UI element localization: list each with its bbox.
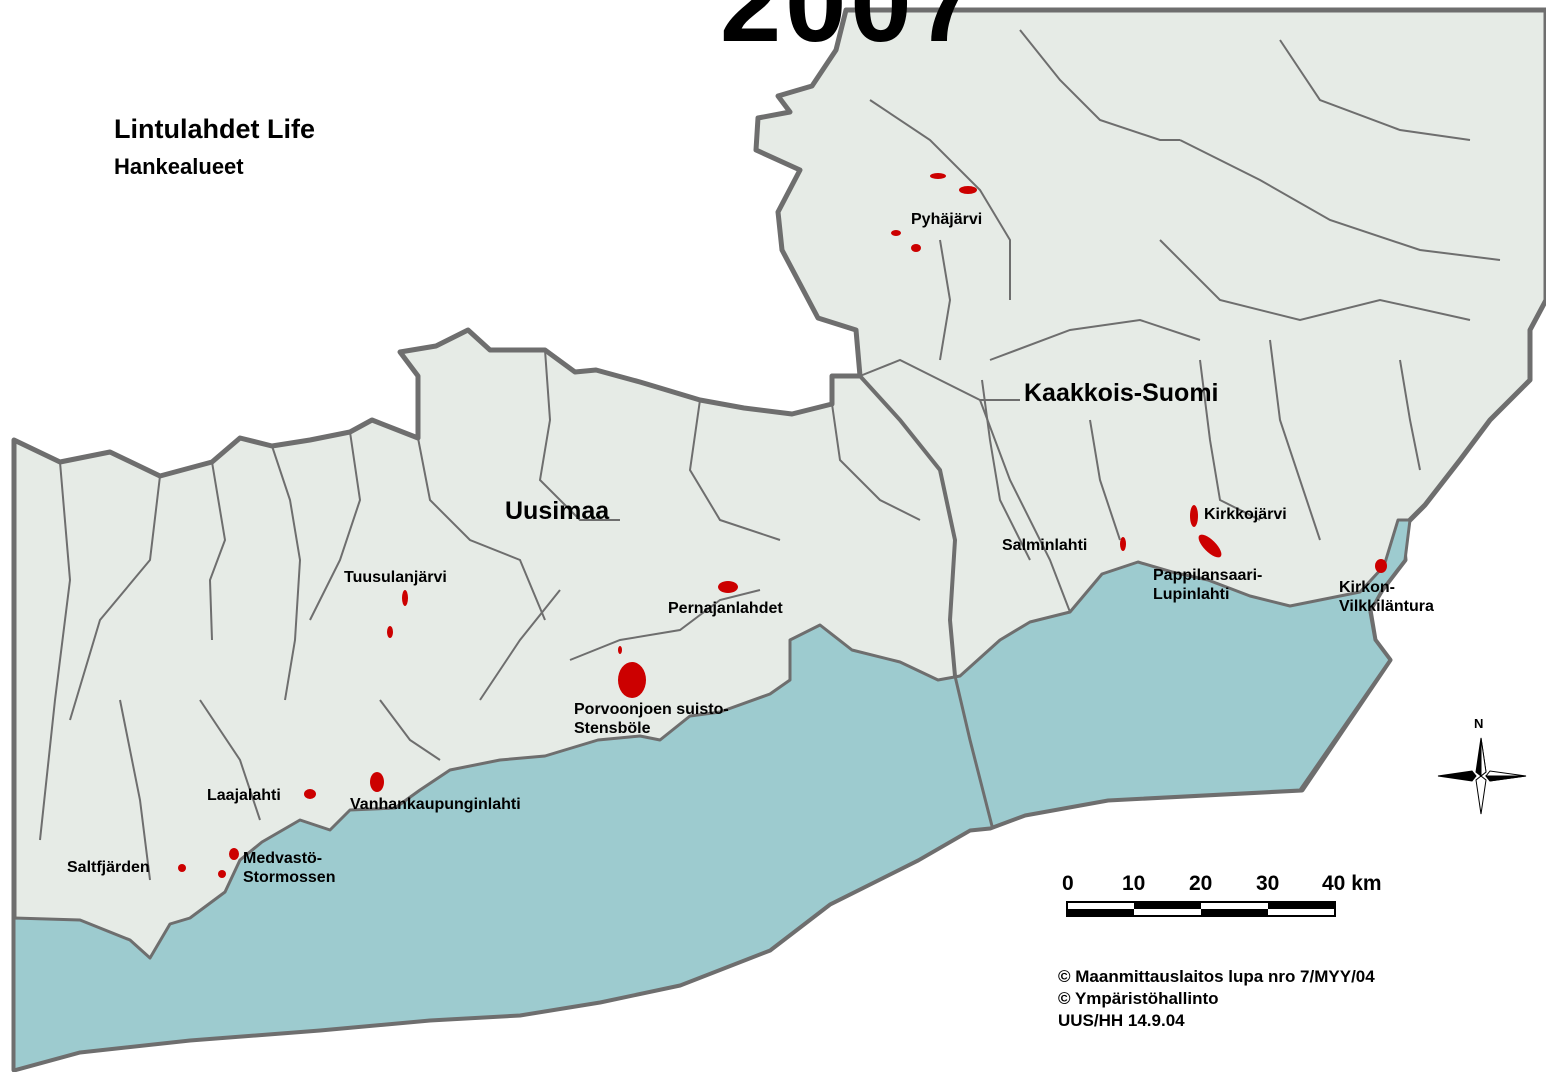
site-label-pernajanlahdet: Pernajanlahdet (668, 600, 783, 617)
map-subtitle: Hankealueet (114, 154, 244, 179)
site-label-pappilansaari-line1: Pappilansaari- (1153, 567, 1263, 584)
region-label-kaakkois-suomi: Kaakkois-Suomi (1024, 379, 1219, 407)
region-boundary (858, 374, 958, 677)
site-label-medvasto-line2: Stormossen (243, 869, 336, 886)
site-porvoo (618, 662, 646, 698)
compass-rose (1437, 737, 1527, 815)
site-salminlahti (1120, 537, 1126, 551)
site-tuusulanjarvi (387, 626, 393, 638)
site-label-porvoonjoen-line2: Stensböle (574, 720, 651, 737)
site-porvoo (618, 646, 622, 654)
site-label-pyhajarvi: Pyhäjärvi (911, 211, 983, 228)
scale-tick-40km: 40 km (1322, 872, 1382, 895)
site-pyhajarvi (911, 244, 921, 252)
site-medvasto (229, 848, 239, 860)
scale-tick-30: 30 (1256, 872, 1280, 895)
site-label-kirkon-line1: Kirkon- (1339, 579, 1395, 596)
site-label-porvoonjoen-line1: Porvoonjoen suisto- (574, 701, 729, 718)
site-label-medvasto-line1: Medvastö- (243, 850, 323, 867)
site-label-kirkon-line2: Vilkkiläntura (1339, 598, 1434, 615)
site-label-pappilansaari-line2: Lupinlahti (1153, 586, 1230, 603)
site-label-pappilansaari: Pappilansaari- Lupinlahti (1153, 566, 1262, 604)
site-label-kirkon: Kirkon- Vilkkiläntura (1339, 578, 1434, 616)
site-label-medvasto: Medvastö- Stormossen (243, 849, 335, 887)
map-title: Lintulahdet Life (114, 114, 315, 144)
site-label-porvoonjoen: Porvoonjoen suisto- Stensböle (574, 700, 729, 738)
scale-tick-10: 10 (1122, 872, 1146, 895)
site-pappilansaari (1198, 534, 1222, 558)
top-number: 2007 (720, 0, 981, 65)
site-vanhankaupunginlahti (370, 772, 384, 792)
compass-north-label: N (1474, 716, 1484, 731)
site-kirkon (1375, 559, 1387, 573)
credits: © Maanmittauslaitos lupa nro 7/MYY/04 © … (1058, 966, 1375, 1032)
site-label-vanhankaupunginlahti: Vanhankaupunginlahti (350, 796, 521, 813)
site-pernajanlahdet (718, 581, 738, 593)
site-label-saltfjarden: Saltfjärden (67, 859, 150, 876)
site-saltfjarden (178, 864, 186, 872)
region-boundary-sea (953, 675, 994, 827)
region-label-uusimaa: Uusimaa (505, 497, 610, 525)
project-sites (178, 173, 1387, 878)
site-laajalahti (304, 789, 316, 799)
credit-line-3: UUS/HH 14.9.04 (1058, 1011, 1185, 1030)
site-kirkkojarvi (1190, 505, 1198, 527)
credit-line-2: © Ympäristöhallinto (1058, 989, 1219, 1008)
site-label-kirkkojarvi: Kirkkojärvi (1204, 506, 1287, 523)
site-pyhajarvi (891, 230, 901, 236)
site-pyhajarvi (930, 173, 946, 179)
site-label-salminlahti: Salminlahti (1002, 537, 1088, 554)
site-pyhajarvi (959, 186, 977, 194)
site-medvasto (218, 870, 226, 878)
site-tuusulanjarvi (402, 590, 408, 606)
scale-tick-20: 20 (1189, 872, 1213, 895)
municipal-borders (39, 29, 1501, 881)
scale-bar (1066, 901, 1336, 917)
credit-line-1: © Maanmittauslaitos lupa nro 7/MYY/04 (1058, 967, 1375, 986)
site-label-laajalahti: Laajalahti (207, 787, 281, 804)
scale-tick-0: 0 (1062, 872, 1074, 895)
site-label-tuusulanjarvi: Tuusulanjärvi (344, 569, 447, 586)
